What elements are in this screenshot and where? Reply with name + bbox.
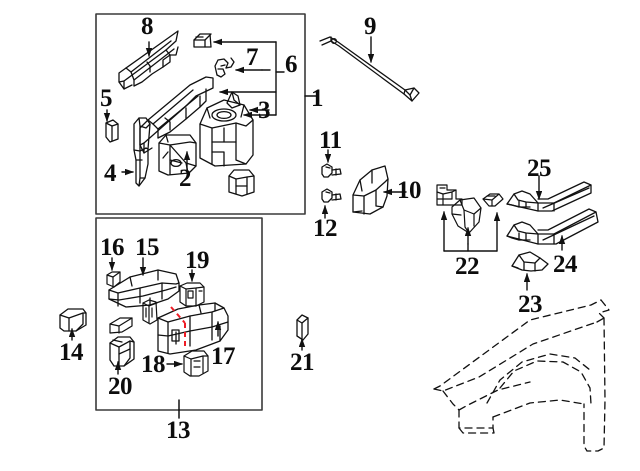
callout-number-15[interactable]: 15 (135, 234, 160, 261)
callout-number-16[interactable]: 16 (100, 234, 125, 261)
callout-number-19[interactable]: 19 (185, 247, 210, 274)
part-9-diagonal-brace-rod (319, 36, 420, 102)
callout-number-25[interactable]: 25 (527, 155, 552, 182)
part-cluster-small (142, 299, 158, 325)
callout-number-11[interactable]: 11 (319, 127, 342, 154)
callout-number-24[interactable]: 24 (553, 251, 578, 278)
part-14-stopper-block (59, 308, 87, 332)
callout-number-14[interactable]: 14 (59, 339, 84, 366)
part-fender-phantom-outline (433, 299, 610, 452)
callout-bracket-22 (440, 211, 501, 252)
callout-number-17[interactable]: 17 (211, 343, 236, 370)
assembly-box-1 (95, 13, 306, 215)
part-15-side-member-upper-panel (108, 269, 180, 308)
callout-bracket-6 (213, 38, 285, 119)
callout-number-13[interactable]: 13 (166, 417, 191, 444)
callout-number-4[interactable]: 4 (104, 160, 117, 187)
part-18-mounting-bracket (183, 350, 209, 377)
part-11-bolt (321, 163, 342, 178)
part-3-suspension-tower (199, 99, 254, 167)
callout-number-2[interactable]: 2 (179, 165, 192, 192)
part-24-lower-rail-member (506, 208, 599, 245)
callout-number-6[interactable]: 6 (285, 51, 298, 78)
callout-number-21[interactable]: 21 (290, 349, 315, 376)
callout-number-22[interactable]: 22 (455, 253, 480, 280)
callout-number-20[interactable]: 20 (108, 373, 133, 400)
callout-number-3[interactable]: 3 (258, 97, 271, 124)
part-23-gusset-plate (511, 251, 549, 272)
part-21-small-clip (296, 314, 309, 341)
part-22a-crossmember-bracket-left (436, 184, 463, 206)
assembly-box-13 (95, 217, 263, 411)
callout-number-9[interactable]: 9 (364, 13, 377, 40)
callout-number-23[interactable]: 23 (518, 291, 543, 318)
part-small-flat (109, 317, 133, 334)
callout-number-7[interactable]: 7 (246, 44, 259, 71)
part-12-bolt (321, 188, 342, 203)
part-8-upper-apron-panel (118, 30, 179, 90)
part-22b-gusset-center (451, 197, 482, 234)
part-7-retaining-clip (214, 57, 235, 78)
part-3b-lower-bracket (228, 169, 255, 197)
part-25-upper-rail-member (506, 181, 592, 212)
callout-number-10[interactable]: 10 (397, 177, 422, 204)
part-22c-small-bracket-right (482, 193, 504, 207)
part-10-mud-guard-bracket (352, 165, 389, 215)
callout-number-8[interactable]: 8 (141, 13, 154, 40)
part-6a-end-cap (193, 33, 212, 48)
highlight-marker-red (170, 306, 186, 350)
callout-number-1[interactable]: 1 (311, 85, 324, 112)
part-19-reinforcement-bracket (179, 282, 205, 307)
callout-number-18[interactable]: 18 (141, 351, 166, 378)
callout-number-5[interactable]: 5 (100, 85, 113, 112)
part-4-apron-reinforcement (133, 117, 151, 187)
callout-number-12[interactable]: 12 (313, 215, 338, 242)
part-5-wedge-bracket (105, 119, 119, 143)
